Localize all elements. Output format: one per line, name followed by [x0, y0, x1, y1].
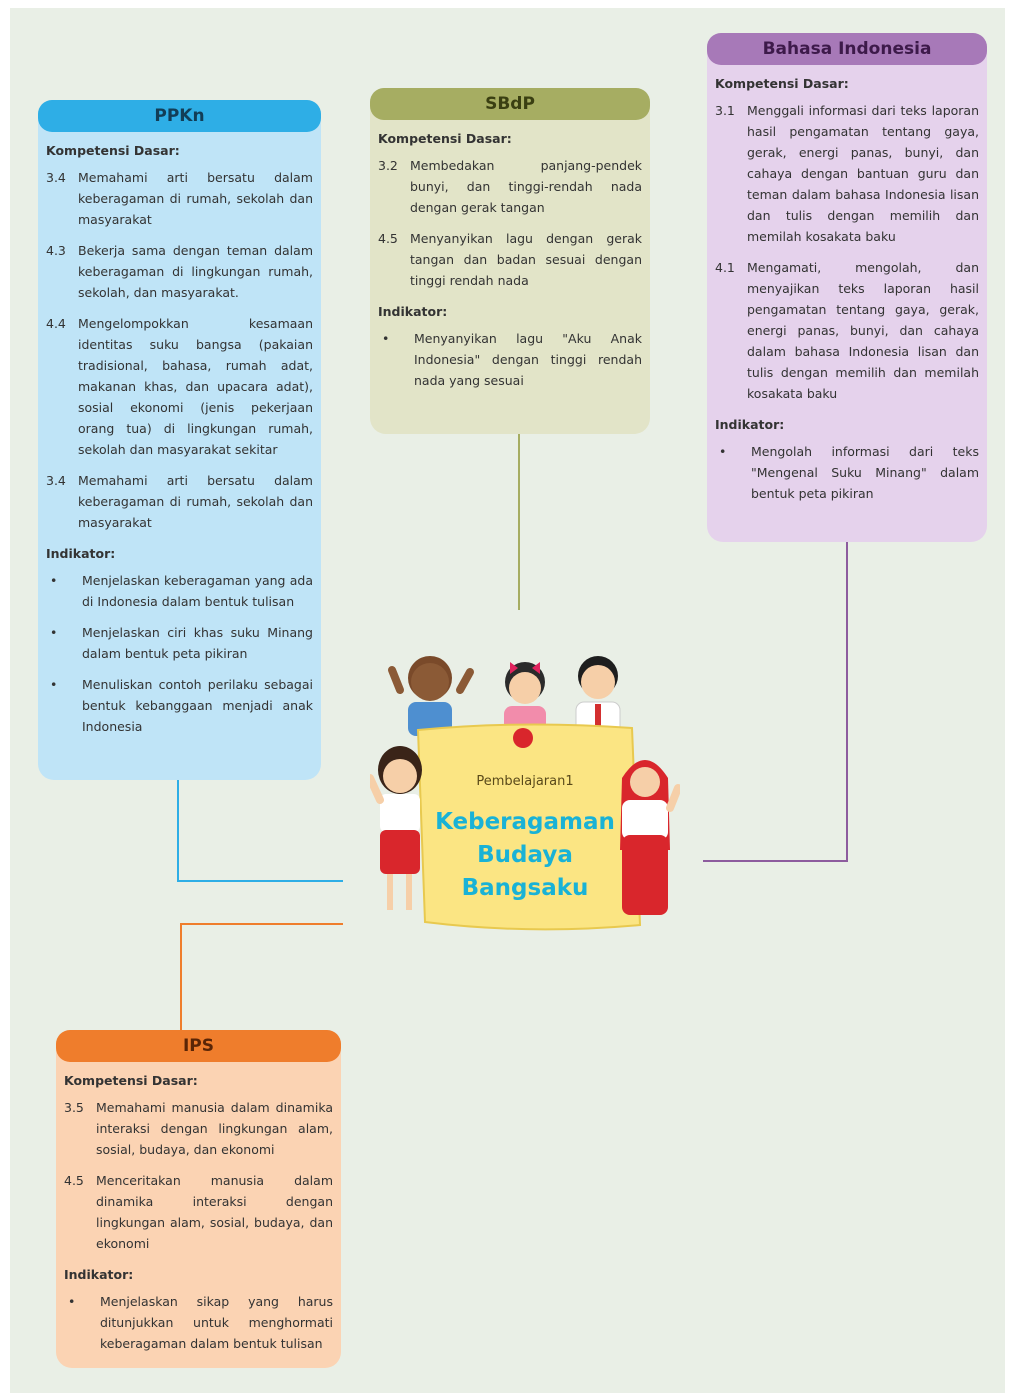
connector-ppkn	[177, 778, 179, 882]
ppkn-indicator-label: Indikator:	[46, 546, 116, 561]
bind-indicator-label: Indikator:	[715, 417, 785, 432]
bind-kd-label: Kompetensi Dasar:	[715, 76, 849, 91]
lesson-title-line: Budaya	[477, 842, 573, 868]
ppkn-indicator-item: •Menjelaskan keberagaman yang ada di Ind…	[50, 573, 313, 609]
ips-indicator-item: •Menjelaskan sikap yang harus ditunjukka…	[68, 1294, 333, 1351]
connector-ips	[180, 923, 182, 1031]
connector-bind-h	[703, 860, 848, 862]
ppkn-indicator-item: •Menuliskan contoh perilaku sebagai bent…	[50, 677, 313, 734]
ppkn-indicator-item: •Menjelaskan ciri khas suku Minang dalam…	[50, 625, 313, 661]
child-back-left	[388, 656, 474, 736]
lesson-title-line: Keberagaman	[435, 809, 615, 835]
lesson-title: Keberagaman Budaya Bangsaku	[430, 806, 620, 905]
lesson-title-line: Bangsaku	[461, 875, 589, 901]
bind-indicator-item: •Mengolah informasi dari teks "Mengenal …	[719, 444, 979, 501]
lesson-subtitle: Pembelajaran1	[476, 774, 574, 789]
ips-header: IPS	[56, 1030, 341, 1062]
ips-kd-label: Kompetensi Dasar:	[64, 1073, 198, 1088]
connector-ips-h	[180, 923, 343, 925]
center-illustration: Pembelajaran1 Keberagaman Budaya Bangsak…	[366, 650, 682, 940]
connector-ppkn-h	[177, 880, 343, 882]
bahasa-indonesia-header: Bahasa Indonesia	[707, 33, 987, 65]
ppkn-header: PPKn	[38, 100, 321, 132]
child-front-left	[366, 746, 422, 910]
children-illustration	[366, 656, 682, 931]
ppkn-kd-label: Kompetensi Dasar:	[46, 143, 180, 158]
sbdp-indicator-label: Indikator:	[378, 304, 448, 319]
child-back-right	[575, 656, 621, 737]
connector-bind	[846, 540, 848, 862]
sbdp-kd-label: Kompetensi Dasar:	[378, 131, 512, 146]
sbdp-indicator-item: •Menyanyikan lagu "Aku Anak Indonesia" d…	[382, 331, 642, 388]
sbdp-header: SBdP	[370, 88, 650, 120]
ips-indicator-label: Indikator:	[64, 1267, 134, 1282]
child-front-right	[620, 760, 682, 915]
poster-board	[416, 723, 642, 931]
connector-sbdp	[518, 432, 520, 610]
